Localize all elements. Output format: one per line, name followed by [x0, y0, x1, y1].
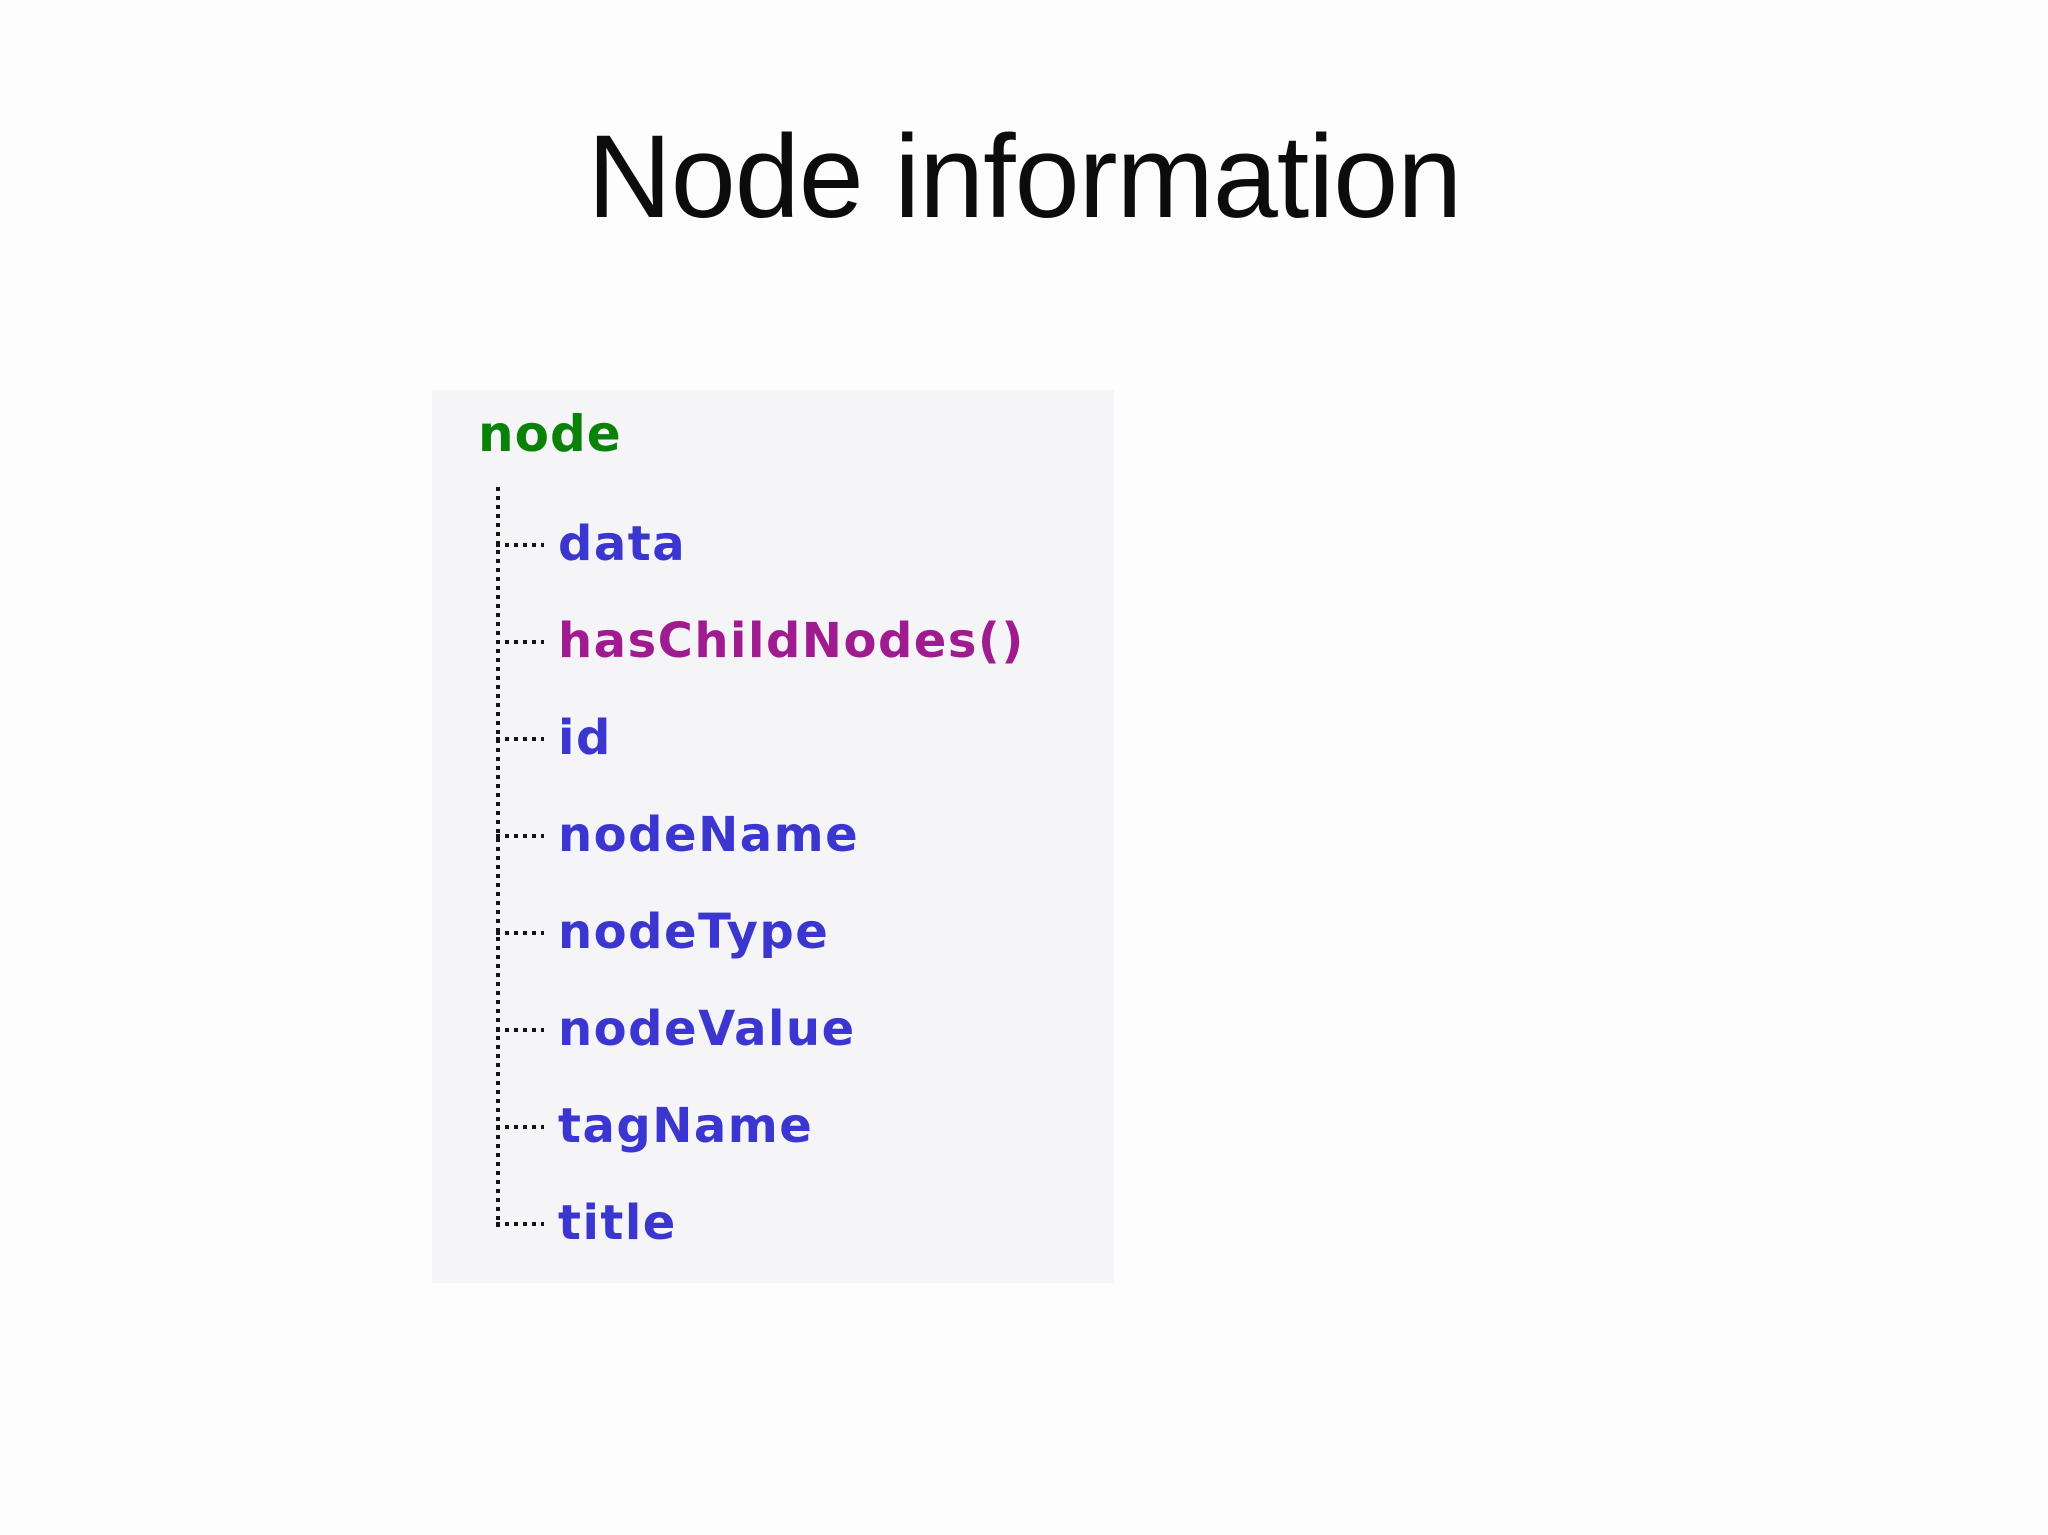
tree-branch-line — [496, 1124, 544, 1129]
tree-item-data: data — [558, 516, 687, 573]
page-title-text: Node information — [587, 111, 1462, 243]
tree-root-node: node — [478, 405, 622, 463]
tree-trunk-line — [496, 487, 500, 1227]
tree-item-nodevalue: nodeValue — [558, 1001, 856, 1058]
tree-row: nodeName — [496, 787, 1096, 884]
tree-item-nodename: nodeName — [558, 807, 860, 864]
tree-row: tagName — [496, 1078, 1096, 1175]
tree-branch-line — [496, 930, 544, 935]
tree-branch-line — [496, 833, 544, 838]
tree-branch-line — [496, 736, 544, 741]
tree-item-nodetype: nodeType — [558, 904, 830, 961]
tree-row: id — [496, 690, 1096, 787]
tree-children-list: data hasChildNodes() id nodeName nodeTyp… — [496, 496, 1096, 1272]
tree-item-id: id — [558, 710, 612, 767]
tree-row: title — [496, 1175, 1096, 1272]
tree-row: data — [496, 496, 1096, 593]
tree-item-haschildnodes: hasChildNodes() — [558, 613, 1025, 670]
tree-row: nodeType — [496, 884, 1096, 981]
tree-branch-line — [496, 1221, 544, 1226]
node-tree-panel: node data hasChildNodes() id nodeName no… — [432, 390, 1114, 1283]
tree-item-tagname: tagName — [558, 1098, 814, 1155]
tree-row: nodeValue — [496, 981, 1096, 1078]
tree-branch-line — [496, 1027, 544, 1032]
tree-branch-line — [496, 542, 544, 547]
tree-item-title: title — [558, 1195, 677, 1252]
page-title: Node information — [0, 118, 2048, 236]
tree-branch-line — [496, 639, 544, 644]
tree-row: hasChildNodes() — [496, 593, 1096, 690]
